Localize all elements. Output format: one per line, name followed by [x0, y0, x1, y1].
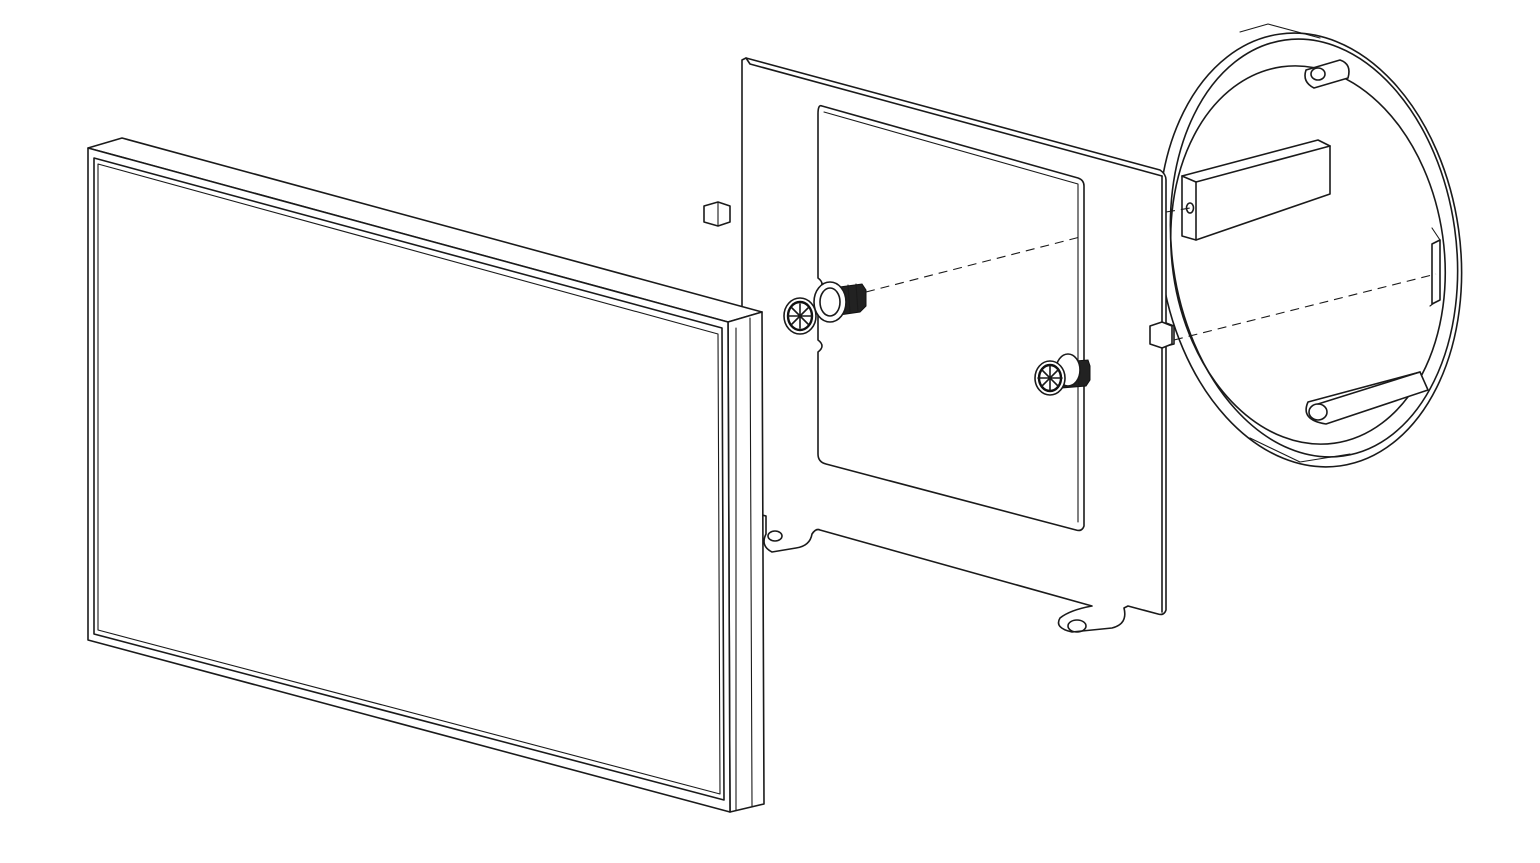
- back-box-cable-block: [1181, 139, 1331, 241]
- touch-panel-display: [87, 137, 765, 813]
- back-box-top-boss: [1304, 59, 1350, 89]
- mounting-bracket-plate: [703, 57, 1173, 633]
- alignment-line-lower: [1173, 273, 1437, 341]
- electrical-back-box: [1147, 23, 1463, 468]
- mounting-screw-lower: [1034, 353, 1091, 396]
- back-box-bottom-boss: [1305, 371, 1429, 425]
- alignment-line-back-box-upper: [1165, 207, 1191, 213]
- mounting-screw-upper: [783, 281, 867, 335]
- alignment-line-upper: [865, 235, 1085, 293]
